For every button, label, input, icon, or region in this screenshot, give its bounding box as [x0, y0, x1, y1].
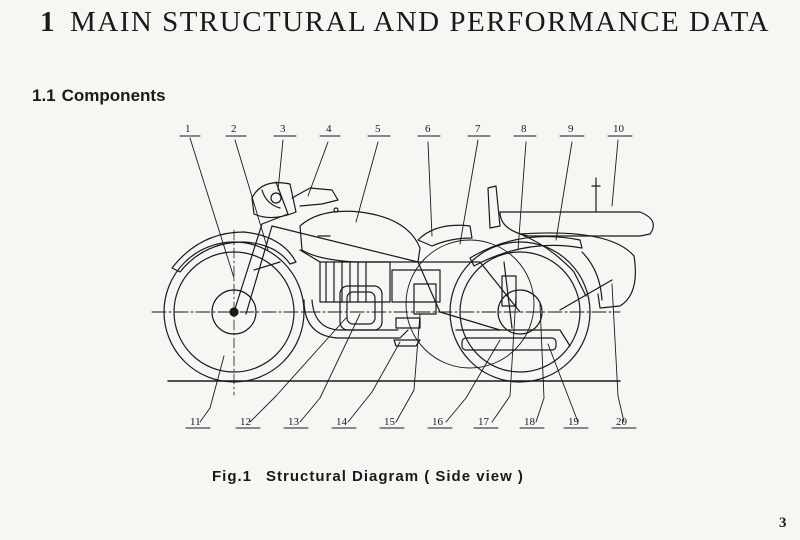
- rear-shock: [501, 261, 517, 329]
- callout-1: 1: [185, 123, 191, 135]
- sidecar-body: [499, 211, 654, 309]
- callout-18: 18: [524, 416, 536, 428]
- sidecar-seat-back: [487, 185, 501, 229]
- callout-3: 3: [280, 123, 286, 135]
- section-title: Components: [61, 86, 166, 105]
- fuel-tank: [299, 210, 421, 263]
- headlight: [251, 182, 297, 219]
- callouts-top: 1 2 3 4 5 6 7 8 9 10: [185, 123, 625, 135]
- frame: [271, 225, 613, 351]
- callout-2: 2: [231, 123, 237, 135]
- callout-9: 9: [568, 123, 574, 135]
- callout-19: 19: [568, 416, 580, 428]
- callout-13: 13: [288, 416, 300, 428]
- leader-lines-top: [189, 137, 619, 279]
- front-fork: [233, 181, 289, 315]
- callout-15: 15: [384, 416, 396, 428]
- callouts-bottom: 11 12 13 14 15 16 17 18 19 20: [190, 416, 628, 428]
- callout-brackets: [179, 135, 637, 429]
- callout-7: 7: [475, 123, 481, 135]
- callout-4: 4: [326, 123, 332, 135]
- section-number: 1.1: [32, 86, 56, 105]
- engine: [303, 261, 441, 339]
- handlebar: [291, 187, 339, 207]
- page-number: 3: [779, 515, 787, 531]
- section-heading: 1.1 Components: [32, 86, 166, 106]
- front-fender: [171, 231, 297, 273]
- leader-lines-bottom: [199, 283, 625, 423]
- callout-12: 12: [240, 416, 251, 428]
- rider-seat: [417, 224, 473, 247]
- rear-fender: [469, 235, 583, 267]
- callout-6: 6: [425, 123, 431, 135]
- callout-11: 11: [190, 416, 201, 428]
- chapter-number: 1: [40, 6, 56, 38]
- figure-label: Fig.1: [212, 468, 253, 485]
- callout-14: 14: [336, 416, 348, 428]
- chapter-title: MAIN STRUCTURAL AND PERFORMANCE DATA: [70, 6, 770, 38]
- callout-10: 10: [613, 123, 625, 135]
- rear-wheel: [449, 241, 591, 383]
- callout-16: 16: [432, 416, 444, 428]
- figure-caption-text: Structural Diagram ( Side view ): [266, 468, 524, 485]
- page-title: 1 MAIN STRUCTURAL AND PERFORMANCE DATA: [40, 6, 770, 39]
- sidecar-wheel: [405, 239, 535, 369]
- callout-8: 8: [521, 123, 527, 135]
- figure-caption: Fig.1 Structural Diagram ( Side view ): [212, 468, 524, 485]
- kick-pedal: [393, 339, 421, 347]
- callout-20: 20: [616, 416, 628, 428]
- callout-17: 17: [478, 416, 490, 428]
- callout-5: 5: [375, 123, 381, 135]
